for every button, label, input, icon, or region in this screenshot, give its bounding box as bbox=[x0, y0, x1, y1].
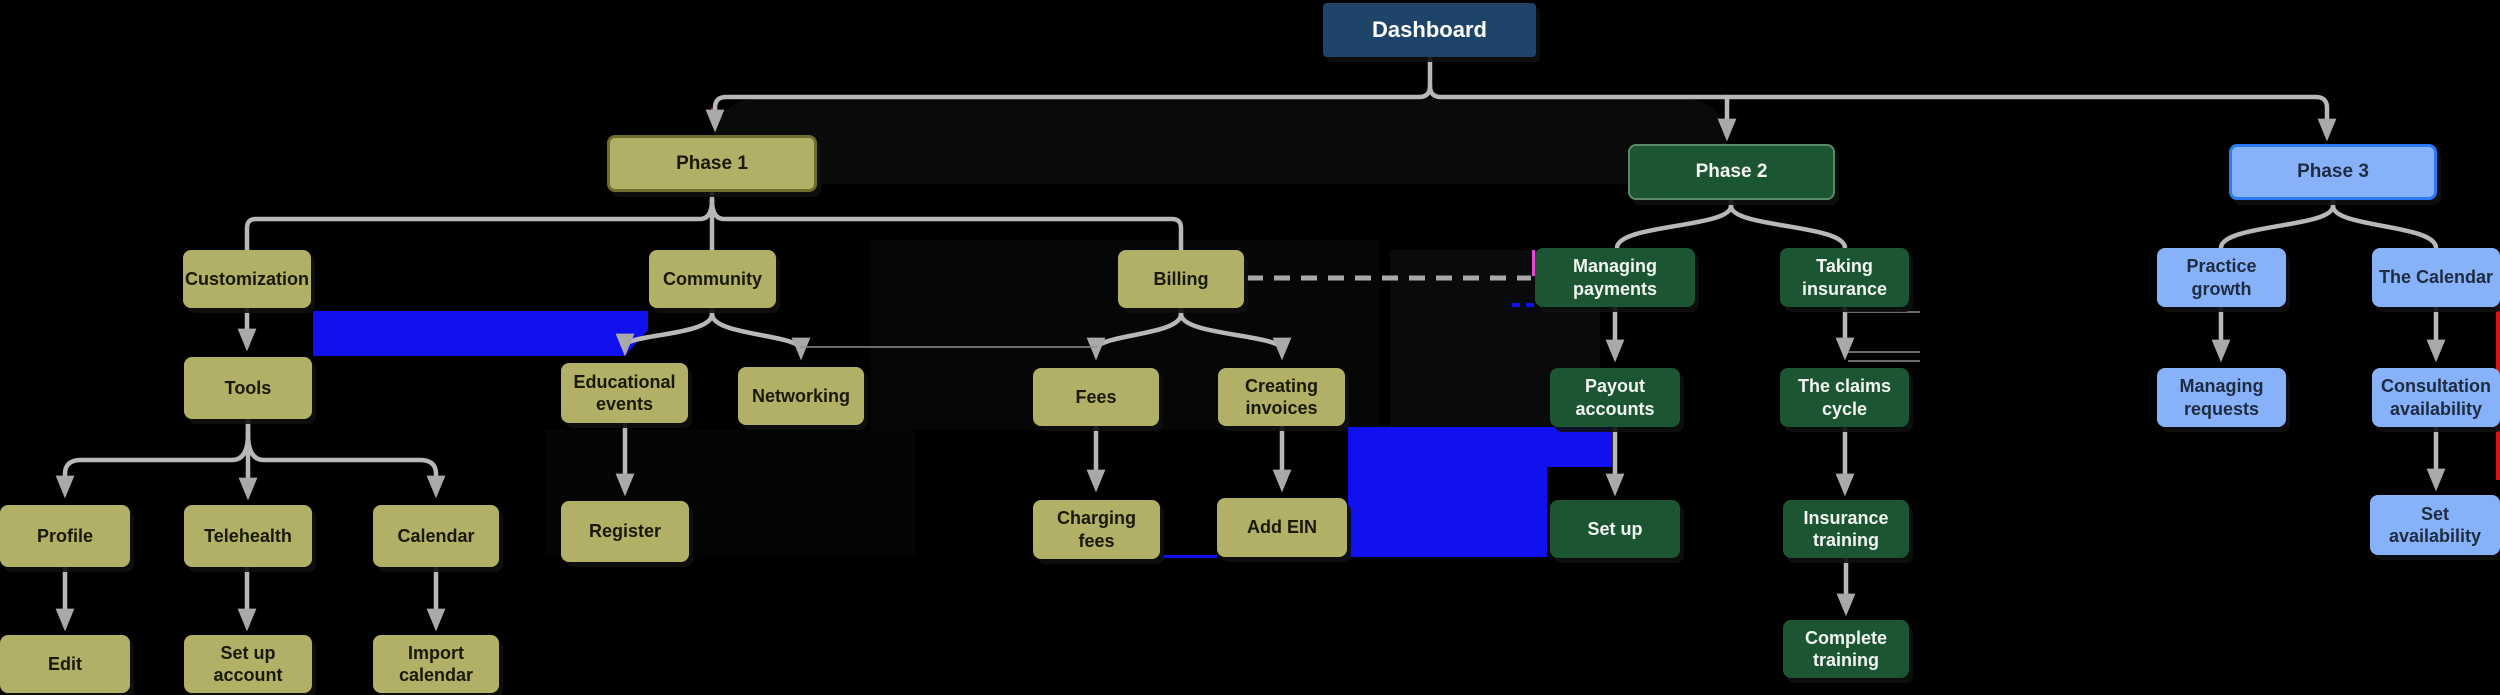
node-label: Customization bbox=[185, 268, 309, 289]
node-edit[interactable]: Edit bbox=[0, 635, 130, 693]
glitch-blue-rect bbox=[313, 311, 591, 356]
node-register[interactable]: Register bbox=[561, 501, 689, 562]
node-label: Consultation availability bbox=[2381, 376, 2491, 419]
glitch-blue-dash bbox=[1512, 303, 1520, 307]
node-taking-insurance[interactable]: Taking insurance bbox=[1780, 248, 1909, 307]
node-calendar[interactable]: Calendar bbox=[373, 505, 499, 567]
node-label: Complete training bbox=[1804, 627, 1887, 671]
node-label: Phase 2 bbox=[1695, 161, 1768, 183]
node-label: Set availability bbox=[2388, 503, 2482, 547]
node-dashboard[interactable]: Dashboard bbox=[1323, 3, 1536, 57]
node-label: Managing requests bbox=[2179, 376, 2264, 419]
edge-community-educational bbox=[615, 305, 715, 357]
node-tools[interactable]: Tools bbox=[184, 357, 312, 419]
node-label: Fees bbox=[1075, 386, 1117, 407]
node-label: Taking insurance bbox=[1801, 256, 1888, 299]
node-complete-training[interactable]: Complete training bbox=[1783, 620, 1909, 678]
node-label: The claims cycle bbox=[1797, 376, 1892, 419]
node-claims-cycle[interactable]: The claims cycle bbox=[1780, 368, 1909, 427]
node-consultation-availability[interactable]: Consultation availability bbox=[2372, 368, 2500, 427]
node-label: Set up account bbox=[213, 642, 283, 686]
node-fees[interactable]: Fees bbox=[1033, 368, 1159, 426]
thin-line-group bbox=[800, 311, 1920, 362]
glitch-blue-rect bbox=[1348, 427, 1612, 467]
glitch-blue-rect bbox=[1348, 467, 1547, 557]
node-label: Payout accounts bbox=[1575, 376, 1655, 419]
node-label: Phase 1 bbox=[676, 152, 748, 174]
node-label: Tools bbox=[224, 377, 272, 398]
node-import-calendar[interactable]: Import calendar bbox=[373, 635, 499, 693]
node-phase1[interactable]: Phase 1 bbox=[607, 135, 817, 192]
node-charging-fees[interactable]: Charging fees bbox=[1033, 500, 1160, 559]
node-label: Calendar bbox=[397, 525, 475, 546]
edge-tools-calendar bbox=[245, 431, 446, 499]
node-phase2[interactable]: Phase 2 bbox=[1628, 144, 1835, 200]
node-customization[interactable]: Customization bbox=[183, 250, 311, 308]
node-the-calendar[interactable]: The Calendar bbox=[2372, 248, 2500, 307]
node-payout-accounts[interactable]: Payout accounts bbox=[1550, 368, 1680, 427]
node-educational-events[interactable]: Educational events bbox=[561, 363, 688, 423]
node-label: Telehealth bbox=[204, 525, 292, 546]
node-label: Set up bbox=[1587, 518, 1643, 539]
node-phase3[interactable]: Phase 3 bbox=[2229, 144, 2437, 200]
edge-phase2-payments bbox=[1614, 197, 1734, 251]
edge-billing-invoices bbox=[1178, 305, 1292, 361]
node-creating-invoices[interactable]: Creating invoices bbox=[1218, 368, 1345, 426]
edge-dashboard-phase3 bbox=[1427, 83, 2337, 142]
edge-phase1-billing bbox=[709, 197, 1184, 253]
node-label: Dashboard bbox=[1372, 17, 1487, 43]
edge-billing-fees bbox=[1086, 305, 1184, 361]
node-networking[interactable]: Networking bbox=[738, 367, 864, 425]
node-add-ein[interactable]: Add EIN bbox=[1217, 498, 1347, 557]
edge-group bbox=[55, 54, 2446, 632]
node-label: Profile bbox=[36, 525, 93, 546]
node-telehealth[interactable]: Telehealth bbox=[184, 505, 312, 567]
edge-phase3-calendar bbox=[2330, 197, 2439, 251]
glitch-blue-dash bbox=[1526, 303, 1534, 307]
node-set-up-account[interactable]: Set up account bbox=[184, 635, 312, 693]
node-managing-payments[interactable]: Managing payments bbox=[1535, 248, 1695, 307]
node-label: Educational events bbox=[573, 371, 676, 415]
edge-tools-profile bbox=[55, 416, 251, 499]
node-label: Phase 3 bbox=[2297, 161, 2369, 183]
node-label: The Calendar bbox=[2378, 267, 2494, 288]
node-label: Networking bbox=[751, 385, 850, 406]
node-label: Import calendar bbox=[398, 642, 474, 686]
node-billing[interactable]: Billing bbox=[1118, 250, 1244, 308]
edge-dashboard-phase1 bbox=[705, 83, 1433, 133]
node-label: Charging fees bbox=[1057, 508, 1136, 551]
node-label: Edit bbox=[48, 653, 82, 674]
node-label: Add EIN bbox=[1247, 517, 1317, 538]
node-label: Register bbox=[588, 521, 662, 542]
node-label: Community bbox=[663, 268, 762, 289]
node-label: Billing bbox=[1153, 268, 1209, 289]
node-set-availability[interactable]: Set availability bbox=[2370, 495, 2500, 555]
node-community[interactable]: Community bbox=[649, 250, 776, 308]
node-managing-requests[interactable]: Managing requests bbox=[2157, 368, 2286, 427]
edge-phase3-growth bbox=[2218, 197, 2336, 251]
edge-phase2-insurance bbox=[1728, 197, 1848, 251]
node-label: Practice growth bbox=[2186, 256, 2257, 299]
node-label: Insurance training bbox=[1803, 507, 1889, 551]
node-profile[interactable]: Profile bbox=[0, 505, 130, 567]
node-set-up[interactable]: Set up bbox=[1550, 500, 1680, 558]
node-insurance-training[interactable]: Insurance training bbox=[1783, 500, 1909, 558]
edge-phase1-customization bbox=[244, 197, 715, 253]
glitch-blue-line bbox=[1162, 555, 1217, 558]
glitch-pink-tick bbox=[1532, 250, 1535, 276]
node-label: Creating invoices bbox=[1244, 375, 1318, 419]
node-practice-growth[interactable]: Practice growth bbox=[2157, 248, 2286, 307]
edge-community-networking bbox=[709, 305, 811, 361]
node-label: Managing payments bbox=[1572, 256, 1658, 299]
